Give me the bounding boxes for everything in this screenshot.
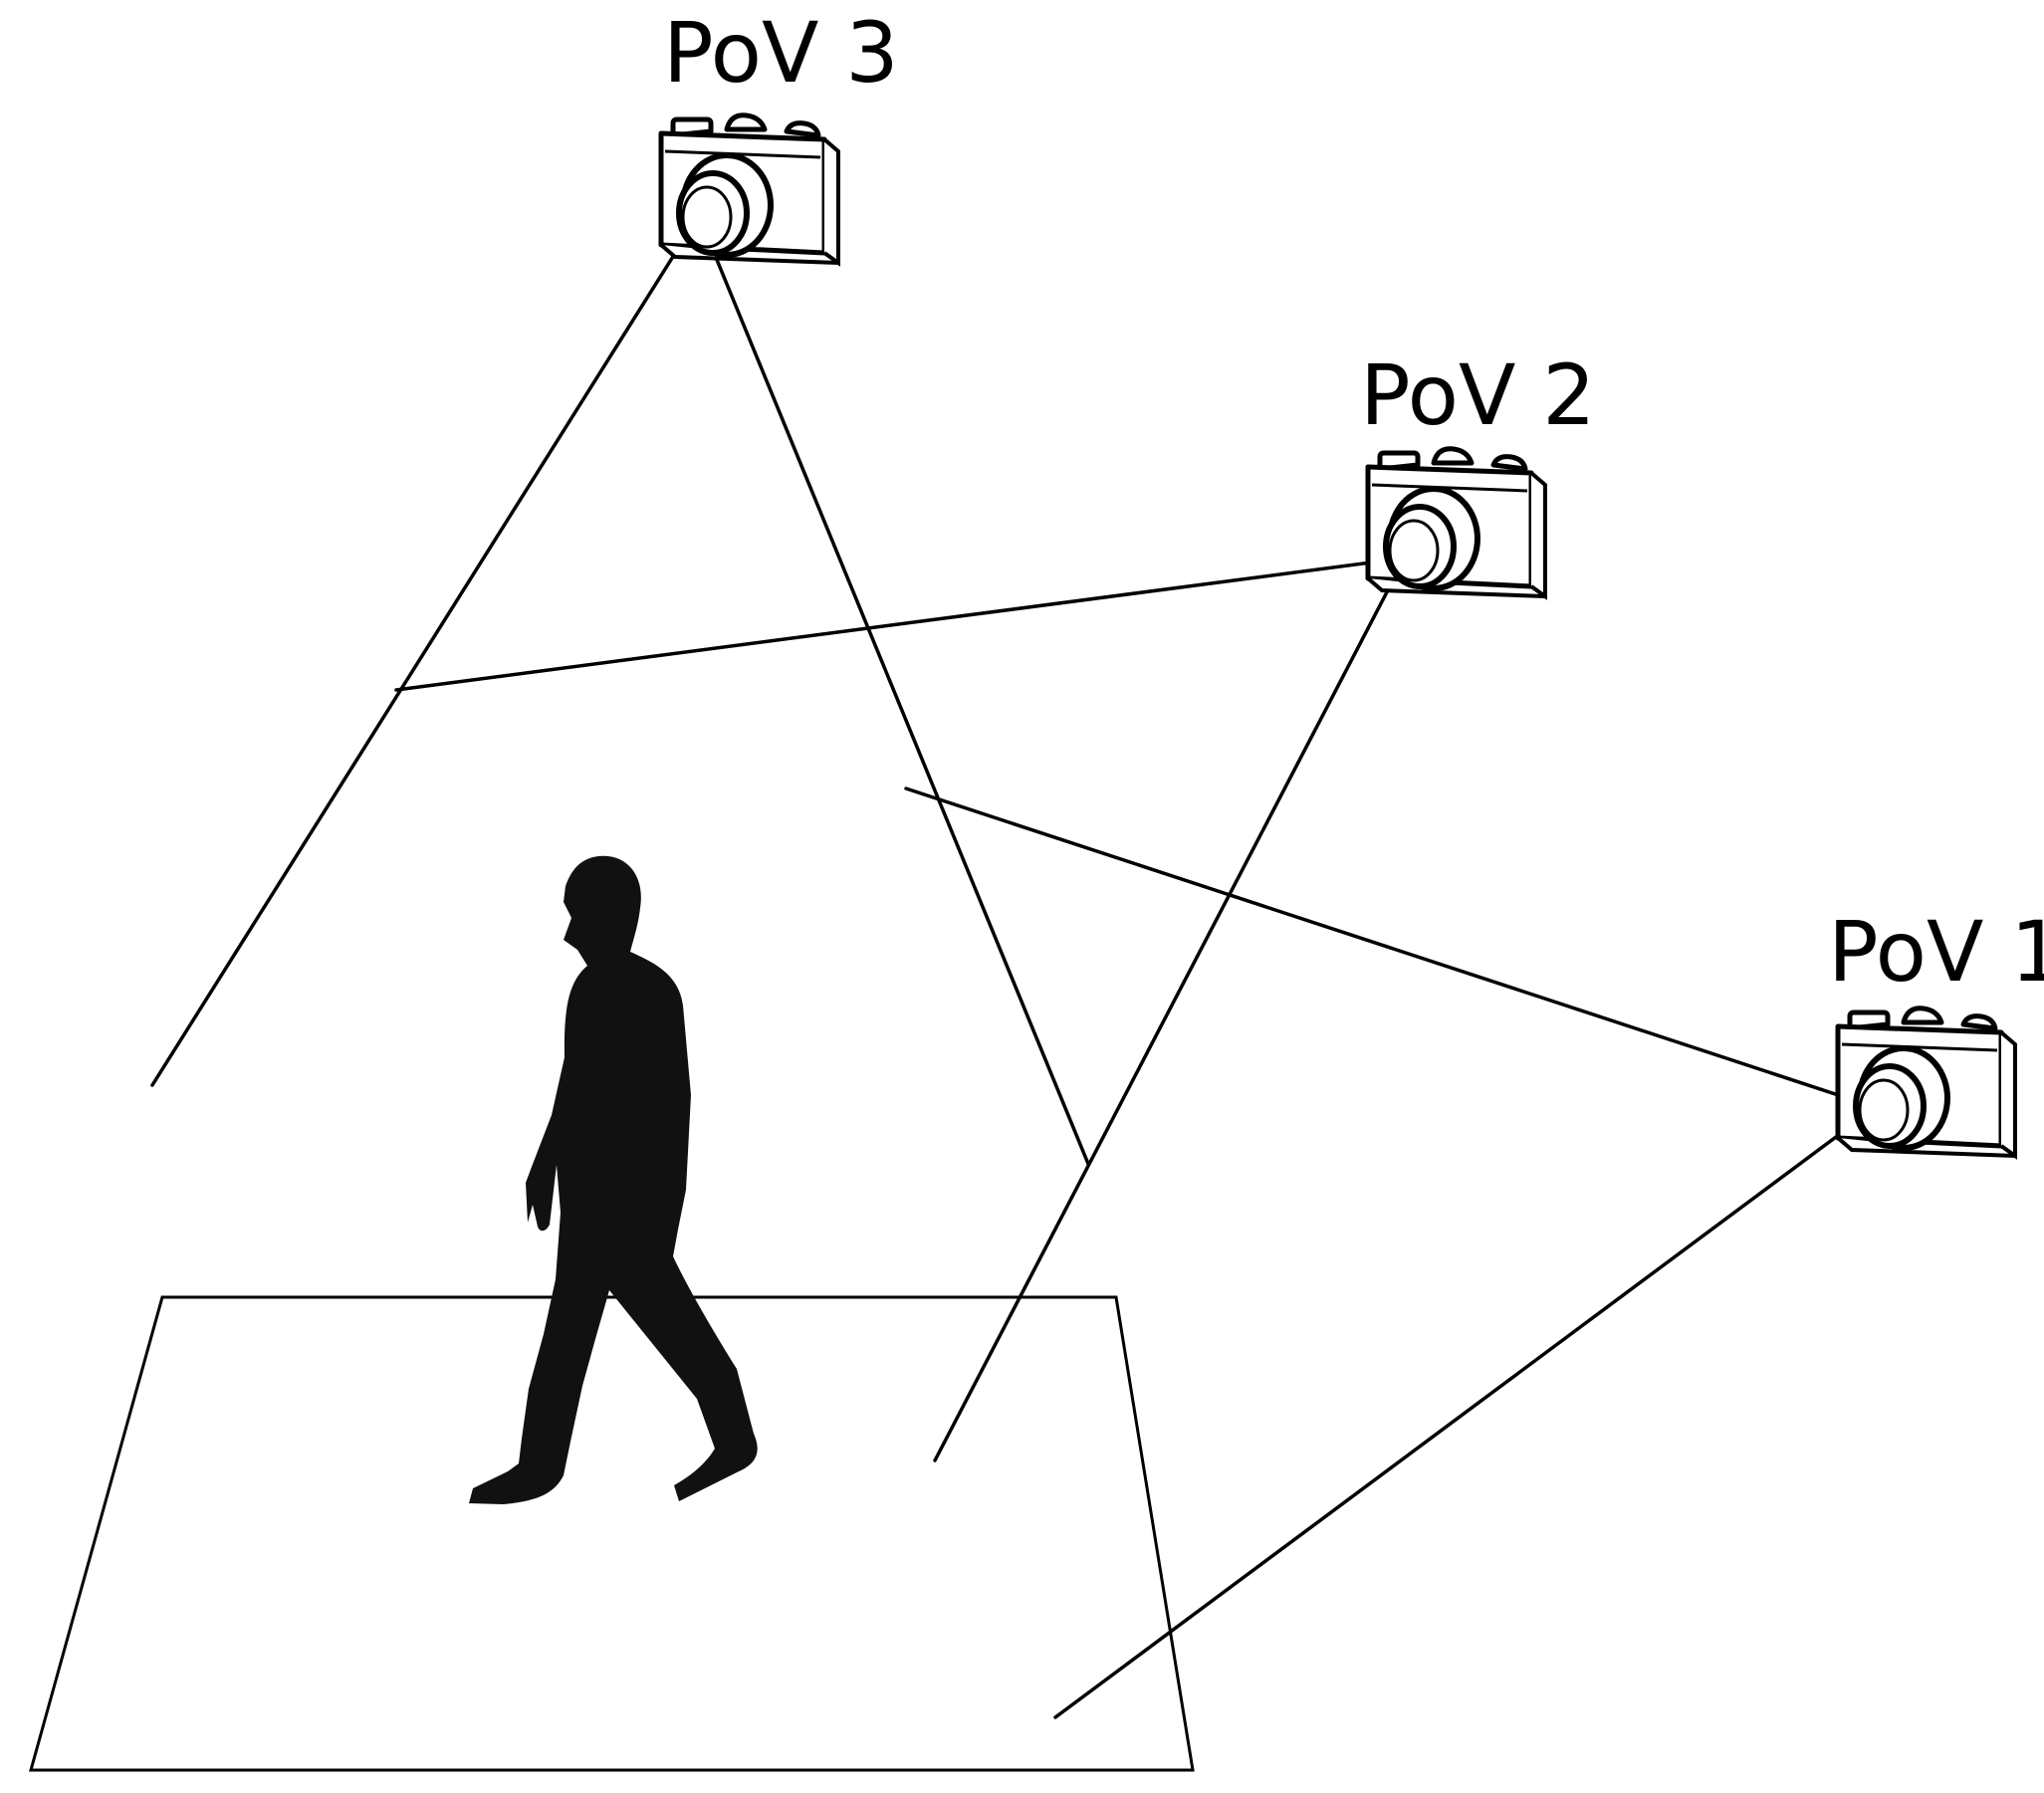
pov1-ray-lower [1053,1115,1865,1719]
pov1-ray-upper [904,786,1883,1111]
camera-icon [1838,1009,2015,1156]
camera-pov2: PoV 2 [1360,346,1596,596]
pov2-ray-upper [394,556,1411,692]
pov3-ray-left [150,226,693,1087]
pov3-ray-right [706,236,1090,1166]
camera-icon [1368,449,1545,596]
floor-plane [29,1295,1195,1772]
camera-pov3: PoV 3 [661,4,899,263]
pov2-ray-lower [933,560,1405,1462]
walking-person-silhouette [469,855,758,1504]
pov-label: PoV 1 [1828,903,2044,1001]
camera-icon [661,115,838,263]
pov-label: PoV 2 [1360,346,1596,444]
pov-label: PoV 3 [663,4,899,102]
camera-pov1: PoV 1 [1828,903,2044,1156]
ray-lines [150,226,1883,1719]
